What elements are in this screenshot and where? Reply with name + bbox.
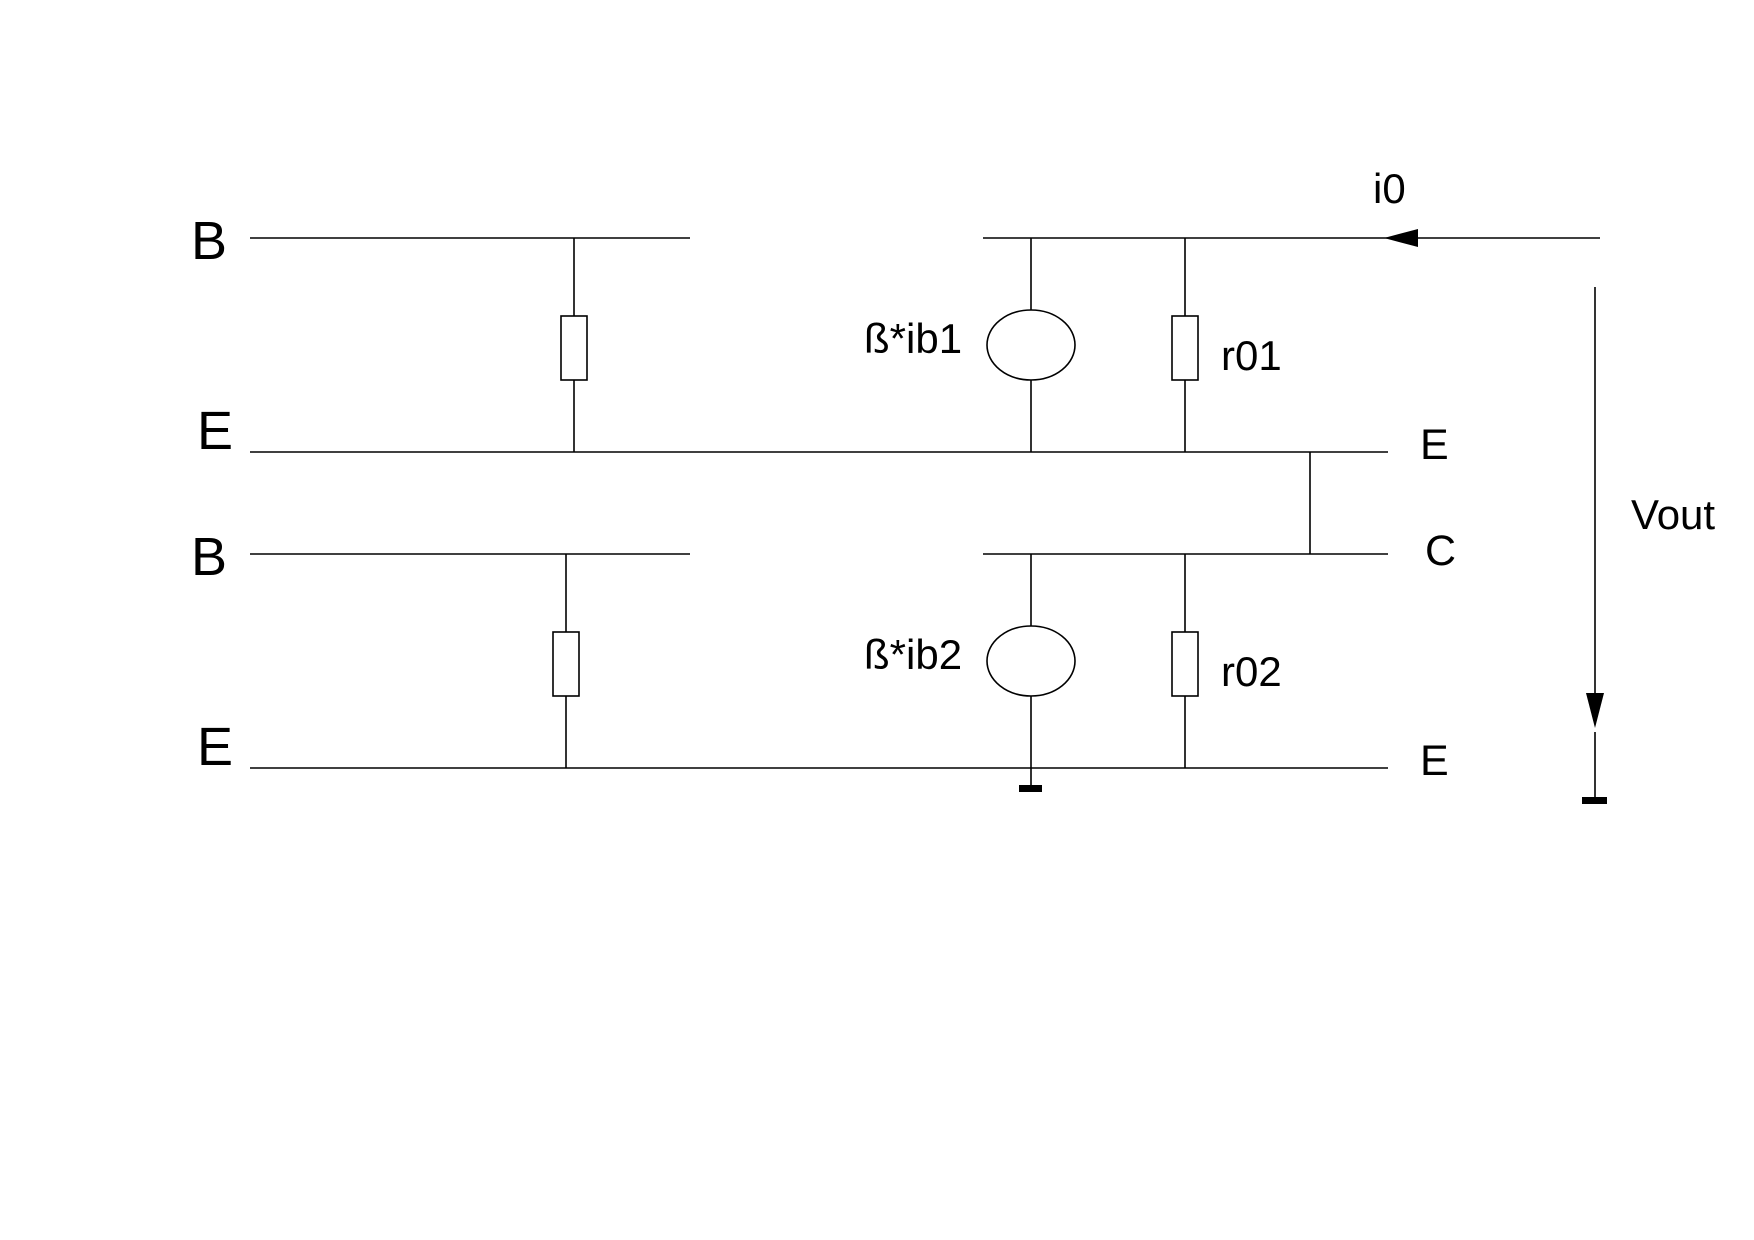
stage1-base-label: B — [191, 211, 227, 271]
stage2-rbe-resistor — [552, 631, 580, 697]
stage2-source-label: ß*ib2 — [864, 631, 962, 678]
stage1-emitter-label: E — [197, 401, 233, 461]
voltage-label: Vout — [1631, 491, 1715, 538]
stage2-base-label: B — [191, 527, 227, 587]
stage1-source-label: ß*ib1 — [864, 315, 962, 362]
stage2-emitter-label: E — [197, 717, 233, 777]
terminal-collector-label: C — [1425, 527, 1456, 575]
terminal-top-emitter-label: E — [1420, 421, 1449, 469]
terminal-bottom-emitter-label: E — [1420, 737, 1449, 785]
stage1: B E ß*ib1 r01 — [191, 211, 1600, 461]
voltage-arrow-icon — [1586, 693, 1604, 728]
voltage-ref-ground-icon — [1582, 797, 1607, 804]
current-label: i0 — [1373, 165, 1406, 212]
stage1-rbe-resistor — [560, 315, 588, 381]
stage1-current-source — [986, 309, 1076, 381]
r01-resistor — [1171, 315, 1199, 381]
current-arrow-icon — [1384, 229, 1418, 247]
stage2-current-source — [986, 625, 1076, 697]
stage2: B E ß*ib2 r02 — [191, 527, 1388, 792]
r01-label: r01 — [1221, 332, 1282, 379]
r02-label: r02 — [1221, 648, 1282, 695]
ground-icon — [1019, 785, 1042, 792]
r02-resistor — [1171, 631, 1199, 697]
